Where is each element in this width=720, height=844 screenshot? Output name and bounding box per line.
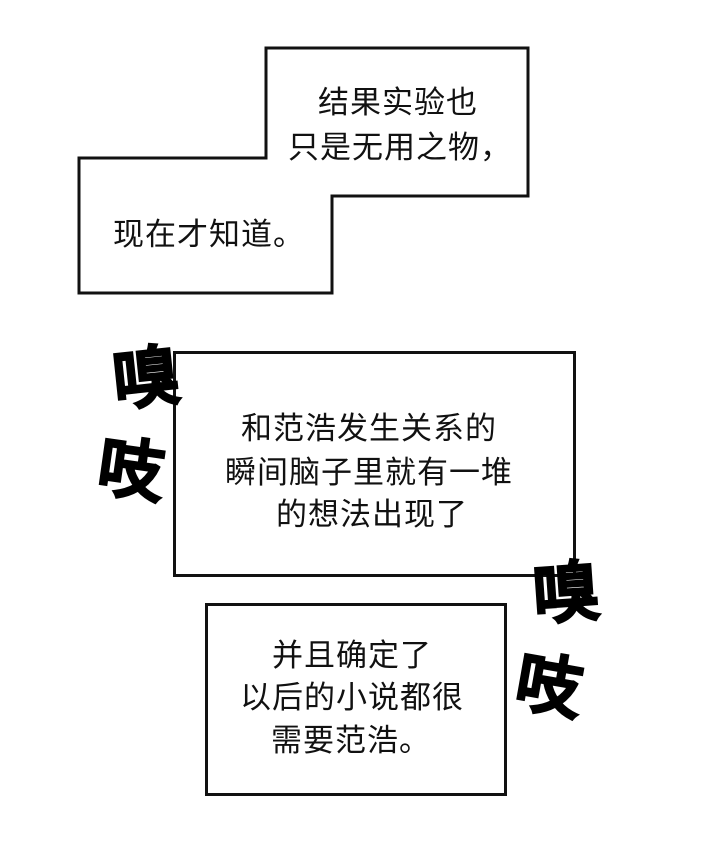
sfx-left-bottom: 吱 xyxy=(92,427,170,514)
sfx-right-top: 嗅 xyxy=(529,552,602,635)
caption-2-line-3: 的想法出现了 xyxy=(276,497,468,533)
caption-box-3 xyxy=(205,603,507,796)
caption-3-line-2: 以后的小说都很 xyxy=(240,680,464,716)
caption-1-line-3: 现在才知道。 xyxy=(113,217,305,253)
sfx-left-top: 嗅 xyxy=(108,336,184,421)
caption-1-line-2: 只是无用之物， xyxy=(288,130,512,166)
caption-1-line-1: 结果实验也 xyxy=(318,85,478,121)
caption-3-line-3: 需要范浩。 xyxy=(271,723,431,759)
sfx-right-bottom: 吱 xyxy=(509,642,589,731)
caption-2-line-1: 和范浩发生关系的 xyxy=(241,411,497,447)
caption-box-2 xyxy=(173,351,576,577)
caption-2-line-2: 瞬间脑子里就有一堆 xyxy=(225,455,513,491)
caption-3-line-1: 并且确定了 xyxy=(272,638,432,674)
